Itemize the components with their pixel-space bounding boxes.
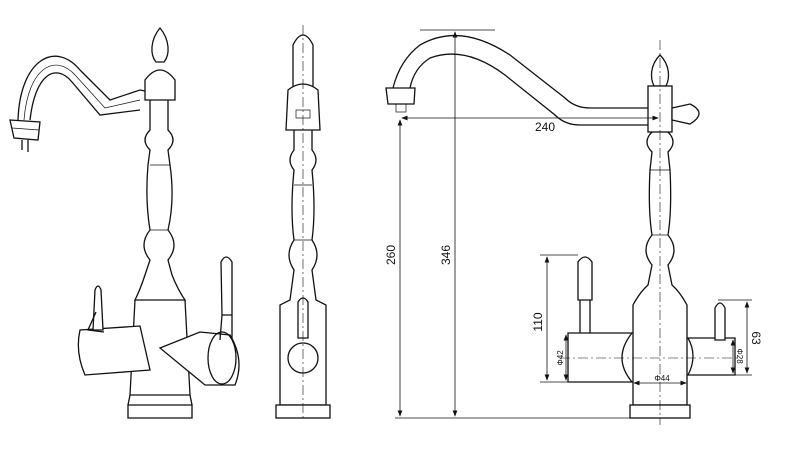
- dim-label-110: 110: [531, 312, 545, 331]
- dim-label-d42: Φ42: [556, 350, 565, 366]
- perspective-view: [9, 26, 240, 419]
- dim-label-346: 346: [439, 245, 453, 265]
- dimension-lines: [395, 29, 752, 419]
- front-view: [385, 35, 740, 425]
- dim-label-d44: Φ44: [654, 374, 670, 383]
- dim-label-d28: Φ28: [735, 348, 744, 364]
- dim-label-63: 63: [749, 331, 763, 345]
- dim-label-260: 260: [384, 245, 398, 265]
- side-view: [275, 25, 331, 420]
- dim-label-240: 240: [535, 120, 555, 134]
